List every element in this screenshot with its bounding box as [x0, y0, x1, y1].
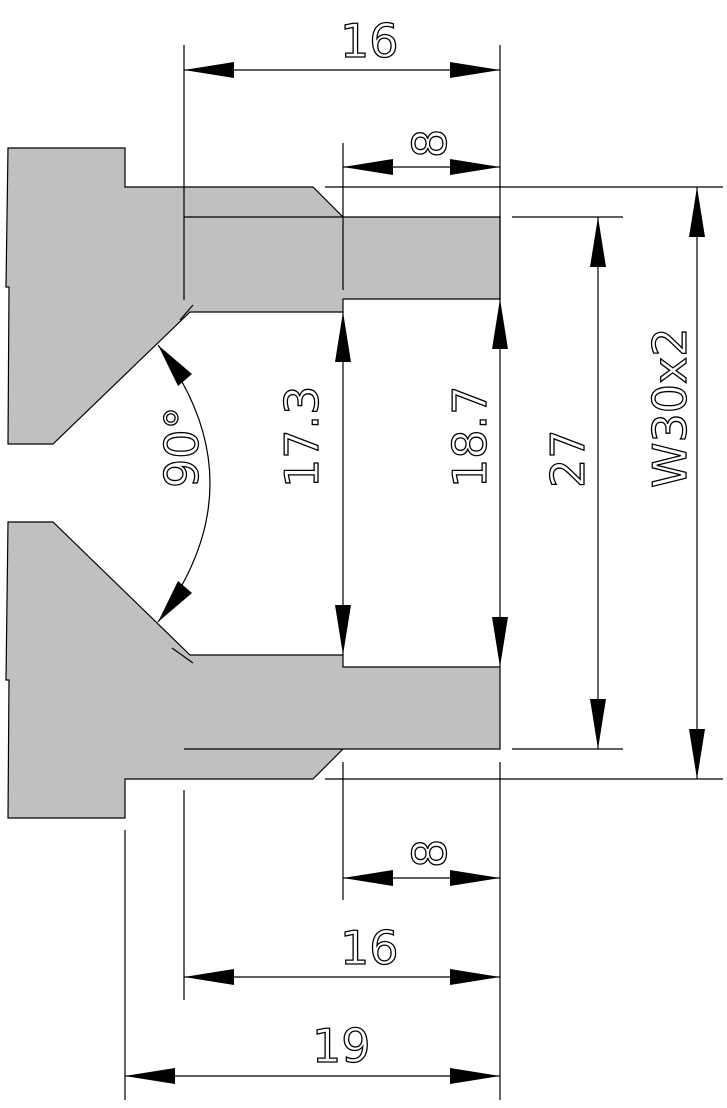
dim-thread-arrow-end — [689, 729, 705, 779]
dim-top-width-arrow-end — [450, 62, 500, 78]
dim-bottom-step-arrow-end — [450, 870, 500, 886]
angle-arrow-top — [158, 345, 192, 386]
dim-thread: W30x2 — [643, 327, 697, 488]
dim-bottom-step-arrow-start — [343, 870, 393, 886]
dim-outer-height: 27 — [541, 429, 595, 488]
dim-top-step-arrow-start — [343, 159, 393, 175]
dim-outer-height-arrow-start — [590, 217, 606, 267]
dim-total-length-arrow-start — [125, 1068, 175, 1084]
dim-total-length-arrow-end — [450, 1068, 500, 1084]
extension-lines — [124, 45, 723, 1100]
dim-top-step-arrow-end — [450, 159, 500, 175]
dim-inner-left: 17.3 — [275, 386, 329, 488]
dim-inner-right: 18.7 — [443, 386, 497, 488]
chamfer-lower — [171, 647, 194, 664]
dim-thread-arrow-start — [689, 187, 705, 237]
dim-top-width-arrow-start — [184, 62, 234, 78]
dim-inner-right-arrow-end — [492, 617, 508, 667]
dim-angle: 90° — [155, 406, 209, 488]
chamfer-upper — [179, 304, 194, 321]
dim-total-length: 19 — [312, 1019, 371, 1073]
dim-top-width: 16 — [340, 14, 399, 68]
dim-bottom-width-arrow-start — [184, 969, 234, 985]
dim-bottom-step: 8 — [403, 839, 457, 868]
dim-inner-right-arrow-start — [492, 299, 508, 349]
upper-section — [5, 147, 501, 445]
lower-section — [5, 521, 501, 819]
dim-top-step: 8 — [403, 129, 457, 158]
dim-inner-left-arrow-start — [335, 312, 351, 362]
dim-bottom-width-arrow-end — [450, 969, 500, 985]
dim-bottom-width: 16 — [340, 921, 399, 975]
dim-inner-left-arrow-end — [335, 605, 351, 655]
dim-outer-height-arrow-end — [590, 699, 606, 749]
angle-arrow-bottom — [158, 581, 192, 622]
